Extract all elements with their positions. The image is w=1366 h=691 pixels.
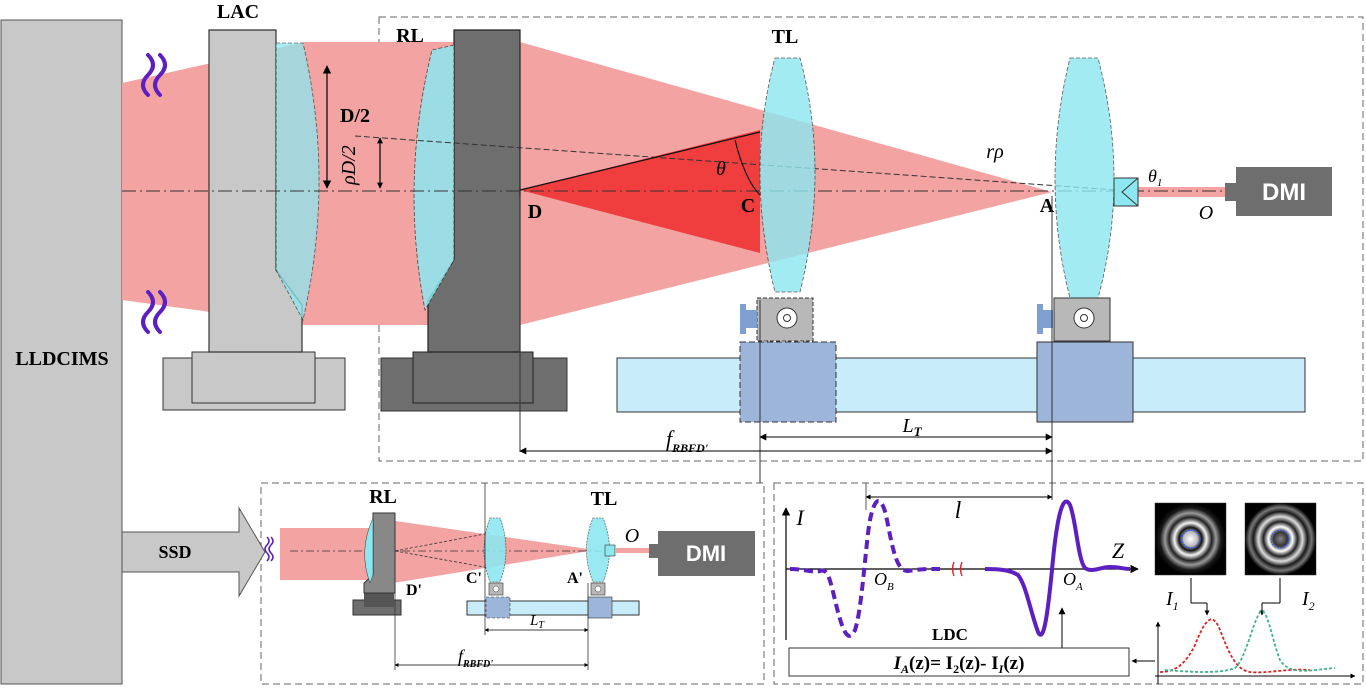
a-prime-label: A'	[567, 570, 583, 587]
theta-label: θ	[716, 158, 726, 180]
mount-a	[1037, 297, 1111, 342]
tl-lens-top	[759, 57, 816, 293]
small-input-beam	[280, 528, 375, 580]
dmi-small-label: DMI	[686, 541, 726, 566]
rl-top-label: RL	[396, 25, 424, 47]
lt-label: LT	[901, 415, 922, 439]
lac-assembly	[162, 29, 346, 411]
point-a-label: A	[1040, 195, 1055, 217]
i-axis-label: I	[795, 505, 805, 530]
small-rl-assembly	[352, 512, 402, 616]
tl-top-label: TL	[772, 26, 799, 48]
z-axis-label: Z	[1112, 538, 1125, 563]
ssd-arrow	[121, 506, 266, 598]
carriage-a	[1036, 341, 1134, 423]
mount-c	[740, 297, 814, 342]
l-dist-label: l	[955, 498, 962, 524]
lac-label: LAC	[217, 1, 259, 23]
lldcims-block	[0, 19, 123, 685]
rl-small-label: RL	[369, 486, 397, 508]
point-c-label: C	[741, 195, 755, 217]
formula-text: IA(z)= I2(z)- II(z)	[893, 653, 1025, 676]
dmi-small-nozzle	[649, 544, 659, 558]
signal-curve-oa	[984, 499, 1131, 637]
ray-d-to-c	[519, 131, 761, 191]
rl-assembly	[380, 29, 568, 412]
i1-label: I1	[1165, 588, 1179, 613]
axis-break-icon	[951, 561, 963, 577]
airy-ring-image-1	[1154, 502, 1227, 576]
rho-d-half-label: ρD/2	[338, 145, 360, 186]
o-top-label: O	[1199, 202, 1213, 224]
wave-symbol-top	[141, 53, 167, 97]
dmi-top-box	[1236, 167, 1332, 216]
small-lt-label: LT	[529, 613, 545, 631]
point-d-label: D	[528, 201, 542, 223]
wave-symbol-bottom	[141, 290, 167, 334]
corner-cube	[1113, 177, 1139, 207]
dmi-top-nozzle	[1225, 183, 1237, 201]
oa-label: OA	[1063, 569, 1083, 593]
f-rbfd-label: fRBFD'	[666, 426, 709, 455]
tl-small-label: TL	[591, 488, 618, 510]
formula-box	[788, 647, 1130, 677]
lldcims-label: LLDCIMS	[15, 348, 108, 370]
small-laser-beam	[1115, 187, 1230, 197]
small-tl-lens	[483, 517, 507, 583]
signal-curve-ob	[789, 499, 941, 638]
theta1-label: θ1	[1148, 166, 1162, 189]
airy-ring-image-2	[1244, 502, 1317, 576]
theta-arc	[734, 139, 761, 196]
wave-symbol-small	[264, 536, 274, 562]
mini-curve-green	[1164, 610, 1336, 673]
d-prime-label: D'	[406, 582, 422, 599]
carriage-c	[739, 341, 837, 423]
d-half-label: D/2	[340, 105, 370, 127]
dmi-top-label: DMI	[1262, 179, 1306, 206]
ssd-label: SSD	[158, 542, 191, 562]
ldc-frame	[773, 482, 1364, 685]
rail-top	[616, 357, 1306, 413]
c-prime-label: C'	[466, 570, 482, 587]
small-system-frame	[260, 482, 765, 685]
lens-a	[1054, 57, 1115, 299]
ob-label: OB	[874, 569, 894, 593]
ldc-label: LDC	[932, 625, 968, 644]
o-small-label: O	[625, 525, 639, 547]
i2-label: I2	[1301, 588, 1315, 613]
small-f-label: fRBFD'	[458, 646, 493, 670]
mini-curve-red	[1159, 618, 1311, 674]
small-lens-a	[586, 517, 610, 583]
dmi-small-box	[658, 531, 755, 576]
r-rho-label: rρ	[986, 141, 1003, 163]
